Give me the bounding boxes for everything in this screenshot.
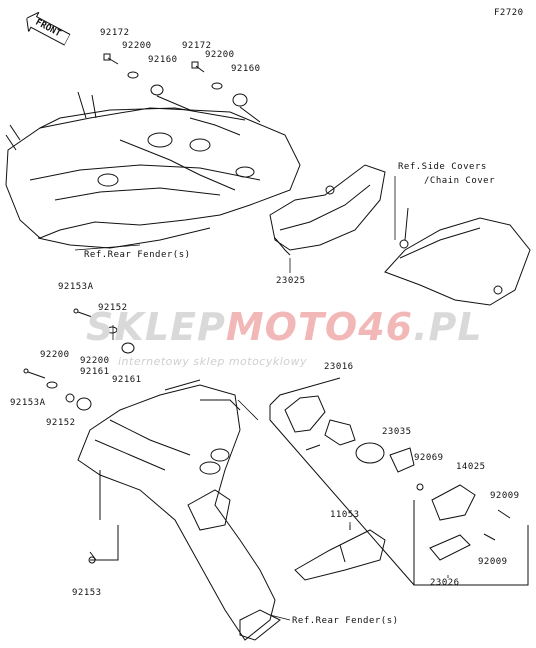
part-label-92172: 92172 <box>182 41 212 51</box>
part-label-92152: 92152 <box>46 418 76 428</box>
part-label-92200: 92200 <box>80 356 110 366</box>
watermark-brand-tld: .PL <box>413 305 483 349</box>
part-label-92172: 92172 <box>100 28 130 38</box>
part-label-92160: 92160 <box>231 64 261 74</box>
ref-chain-cover: /Chain Cover <box>424 176 496 186</box>
watermark-brand-mid: MOTO <box>225 305 359 349</box>
ref-rear-fender-lower: Ref.Rear Fender(s) <box>292 616 399 626</box>
rear-fender-bracket <box>77 379 281 641</box>
part-label-92009: 92009 <box>490 491 520 501</box>
part-label-92153A: 92153A <box>58 282 94 292</box>
part-label-14025: 14025 <box>456 462 486 472</box>
figure-code: F2720 <box>494 8 524 18</box>
part-label-92160: 92160 <box>148 55 178 65</box>
taillight-box-23016 <box>269 377 529 586</box>
side-cover <box>384 207 531 306</box>
part-label-92009: 92009 <box>478 557 508 567</box>
lower-fasteners <box>23 308 135 564</box>
part-label-11053: 11053 <box>330 510 360 520</box>
part-label-92161: 92161 <box>80 367 110 377</box>
part-label-23025: 23025 <box>276 276 306 286</box>
license-bracket-11053 <box>294 525 386 581</box>
part-label-23016: 23016 <box>324 362 354 372</box>
arrow-icon <box>26 11 71 46</box>
watermark-logo: SKLEPMOTO46.PL <box>86 305 483 349</box>
watermark-tagline: internetowy sklep motocyklowy <box>118 355 308 368</box>
part-label-92152: 92152 <box>98 303 128 313</box>
ref-rear-fender-upper: Ref.Rear Fender(s) <box>84 250 191 260</box>
upper-fasteners <box>103 53 261 123</box>
part-label-92200: 92200 <box>40 350 70 360</box>
part-label-23035: 23035 <box>382 427 412 437</box>
ref-side-covers: Ref.Side Covers <box>398 162 487 172</box>
seat-cowl-frame <box>5 91 301 249</box>
watermark-brand-pre: SKLEP <box>86 305 226 349</box>
part-label-92200: 92200 <box>205 50 235 60</box>
part-label-92153A: 92153A <box>10 398 46 408</box>
part-label-23026: 23026 <box>430 578 460 588</box>
watermark-brand-num: 46 <box>358 305 414 349</box>
part-label-92069: 92069 <box>414 453 444 463</box>
tail-cowl-23025 <box>269 164 386 256</box>
part-label-92153: 92153 <box>72 588 102 598</box>
leader-lines <box>74 176 449 621</box>
front-direction-arrow: FRONT <box>22 8 73 49</box>
part-label-92161: 92161 <box>112 375 142 385</box>
part-label-92200: 92200 <box>122 41 152 51</box>
